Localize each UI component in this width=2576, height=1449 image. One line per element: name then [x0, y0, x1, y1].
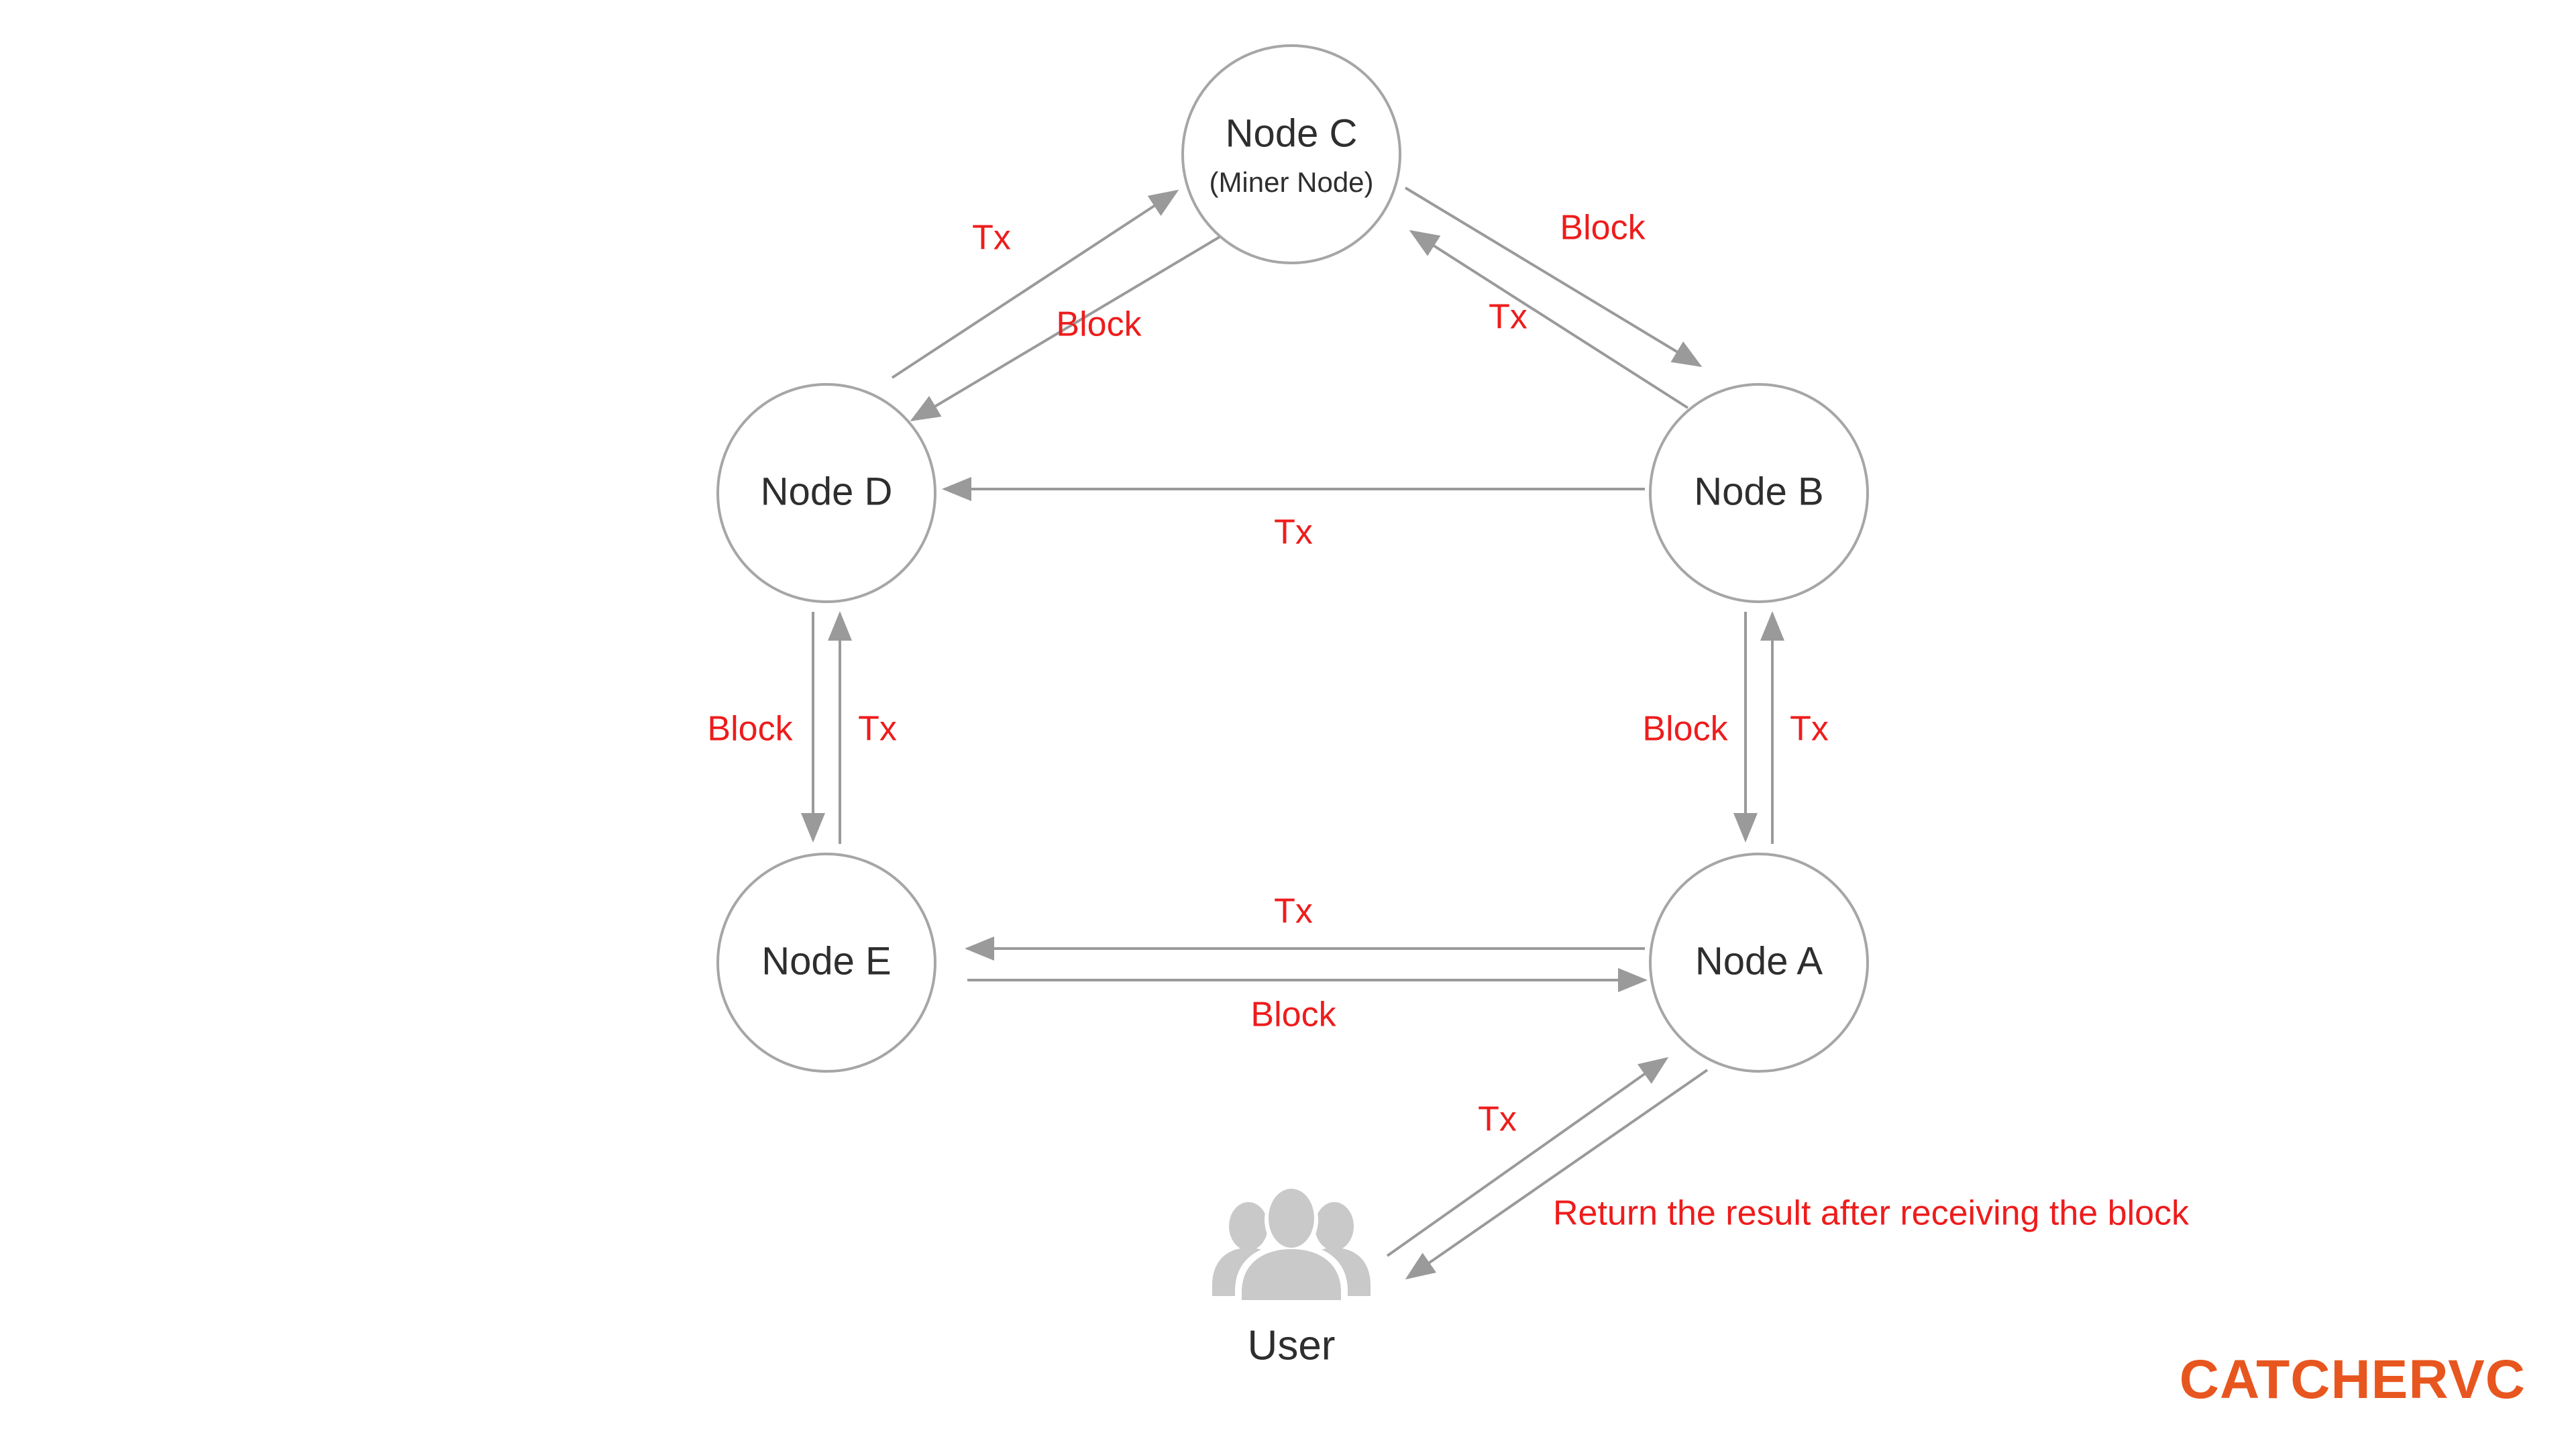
node-c[interactable]: Node C (Miner Node) — [1181, 44, 1401, 264]
edge-label-block: Block — [707, 710, 793, 749]
edge-a-to-user-return: Return the result after receiving the bl… — [1405, 1069, 2190, 1280]
node-d[interactable]: Node D — [716, 383, 936, 603]
edge-c-to-d-block: Block — [910, 235, 1222, 422]
edge-b-to-d-tx: Tx — [942, 477, 1645, 552]
edge-e-to-d-tx: Tx — [828, 611, 897, 844]
node-label: Node C — [1226, 111, 1358, 155]
edge-e-to-a-block: Block — [967, 968, 1648, 1034]
node-label: Node E — [761, 939, 891, 983]
edge-label-block: Block — [1642, 710, 1728, 749]
edge-label-tx: Tx — [1274, 892, 1313, 931]
edge-label-tx: Tx — [972, 219, 1011, 258]
edge-label-tx: Tx — [1274, 513, 1313, 552]
node-circle[interactable] — [1181, 44, 1401, 264]
edge-b-to-a-block: Block — [1642, 612, 1758, 843]
edge-label-tx: Tx — [1489, 298, 1527, 337]
node-label: Node B — [1694, 470, 1823, 513]
node-circle[interactable] — [1649, 853, 1869, 1073]
users-group-icon — [1212, 1186, 1371, 1303]
edge-d-to-c-tx: Tx — [891, 189, 1179, 379]
edge-label-block: Block — [1250, 996, 1336, 1034]
node-circle[interactable] — [716, 853, 936, 1073]
user-actor[interactable]: User — [1212, 1186, 1371, 1368]
edge-user-to-a-tx: Tx — [1386, 1057, 1669, 1257]
edge-label-tx: Tx — [858, 710, 897, 749]
edge-b-to-c-tx: Tx — [1409, 229, 1689, 409]
edge-c-to-b-block: Block — [1404, 186, 1703, 368]
edge-label-return-result: Return the result after receiving the bl… — [1553, 1194, 2190, 1233]
node-label: Node A — [1695, 939, 1823, 983]
edge-label-tx: Tx — [1790, 710, 1829, 749]
node-a[interactable]: Node A — [1649, 853, 1869, 1073]
node-sublabel: (Miner Node) — [1209, 166, 1373, 198]
node-e[interactable]: Node E — [716, 853, 936, 1073]
node-label: Node D — [761, 470, 893, 513]
node-circle[interactable] — [716, 383, 936, 603]
catchervc-logo: CATCHERVC — [2179, 1349, 2526, 1410]
edge-label-block: Block — [1560, 209, 1646, 248]
node-circle[interactable] — [1649, 383, 1869, 603]
node-b[interactable]: Node B — [1649, 383, 1869, 603]
edge-a-to-b-tx: Tx — [1760, 611, 1829, 844]
user-label: User — [1248, 1322, 1336, 1368]
edge-label-tx: Tx — [1478, 1100, 1517, 1139]
edge-d-to-e-block: Block — [707, 612, 825, 843]
edge-a-to-e-tx: Tx — [965, 892, 1645, 961]
edge-label-block: Block — [1056, 305, 1142, 344]
